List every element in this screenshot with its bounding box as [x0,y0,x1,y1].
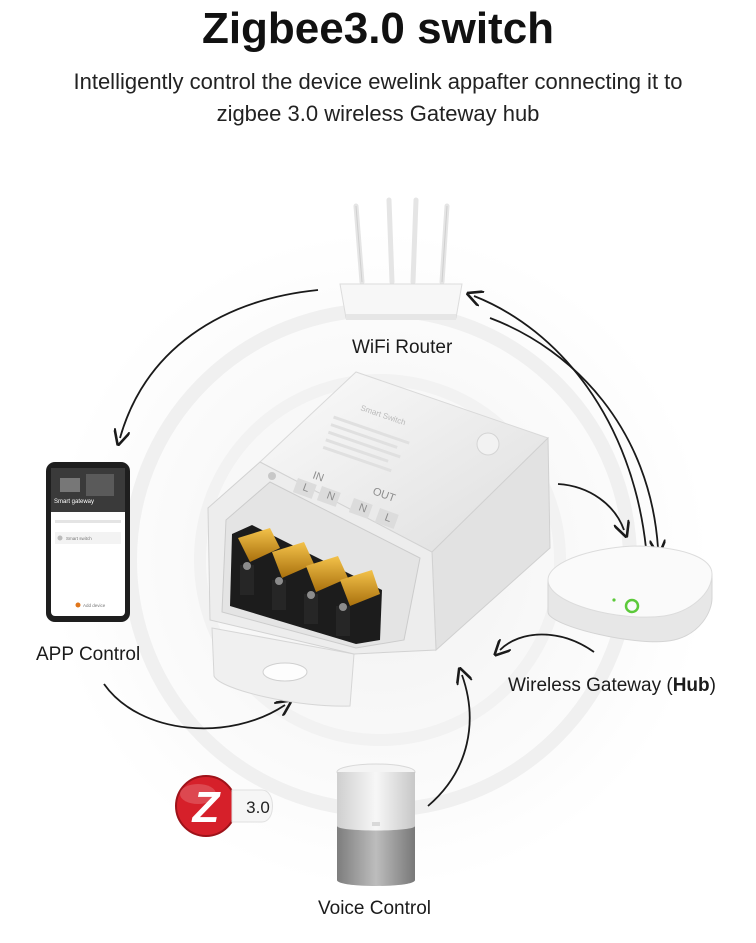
page-subtitle: Intelligently control the device ewelink… [20,66,736,130]
label-wireless-gateway-close: ) [709,675,716,696]
arrow-gateway-to-router [474,296,647,549]
label-wifi-router: WiFi Router [352,337,453,358]
smart-switch-device: Smart Switch IN OUT L N N L [207,371,551,707]
arrow-app-to-switch [103,683,285,730]
smartphone-icon: Smart gateway Smart switch Add device [46,462,130,622]
arrow-switch-to-gateway [557,483,624,530]
flow-arrows [103,289,658,807]
subtitle-line-1: Intelligently control the device ewelink… [73,69,683,94]
label-voice-control: Voice Control [318,898,432,919]
arrow-router-to-gateway [489,317,658,548]
label-wireless-gateway: Wireless Gateway (Hub) [508,675,716,697]
subtitle-line-2: zigbee 3.0 wireless Gateway hub [216,101,540,126]
page-title: Zigbee3.0 switch [201,4,555,53]
terminal-n-out: N [357,502,369,516]
arrow-gateway-to-voice-loop [500,633,595,653]
label-wireless-gateway-text: Wireless Gateway ( [508,675,673,696]
zigbee-logo-letter: Z [191,783,222,832]
label-hub-bold: Hub [672,675,710,696]
label-app-control: APP Control [36,644,141,665]
switch-in-label: IN [311,470,325,485]
gateway-hub-icon [547,545,713,643]
phone-screen-title: Smart gateway [54,499,94,505]
terminal-l-in: L [301,482,311,495]
terminal-blocks [238,528,380,636]
phone-item-label: Smart switch [66,536,92,541]
gateway-led-icon [624,598,640,614]
arrow-voice-to-switch [427,675,470,807]
zigbee-badge: Z 3.0 [175,775,273,837]
zigbee-version: 3.0 [246,798,270,817]
arrow-router-to-app [120,289,319,438]
terminal-n-in: N [325,490,337,504]
phone-bottom-label: Add device [83,603,106,608]
wifi-router-icon [339,197,463,320]
smart-speaker-icon [336,763,416,886]
terminal-l-out: L [383,512,393,525]
